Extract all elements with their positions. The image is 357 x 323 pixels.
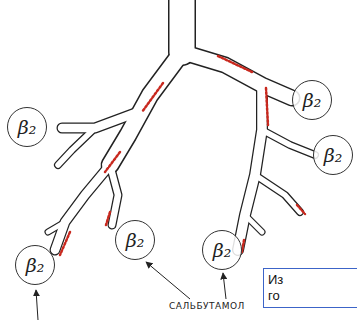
receptor-circle: β₂	[202, 230, 242, 270]
drug-label: САЛЬБУТАМОЛ	[168, 301, 246, 311]
receptor-circle: β₂	[292, 80, 332, 120]
receptor-label: β₂	[18, 116, 37, 138]
receptor-circle: β₂	[7, 107, 47, 147]
receptor-label: β₂	[126, 229, 145, 251]
receptor-label: β₂	[26, 254, 45, 276]
receptor-label: β₂	[213, 239, 232, 261]
receptor-circle: β₂	[313, 135, 353, 175]
receptor-circle: β₂	[115, 220, 155, 260]
note-text: Из го	[268, 272, 289, 304]
receptor-label: β₂	[324, 144, 343, 166]
receptor-label: β₂	[303, 89, 322, 111]
receptor-circle: β₂	[15, 245, 55, 285]
note-box: Из го	[263, 268, 357, 308]
